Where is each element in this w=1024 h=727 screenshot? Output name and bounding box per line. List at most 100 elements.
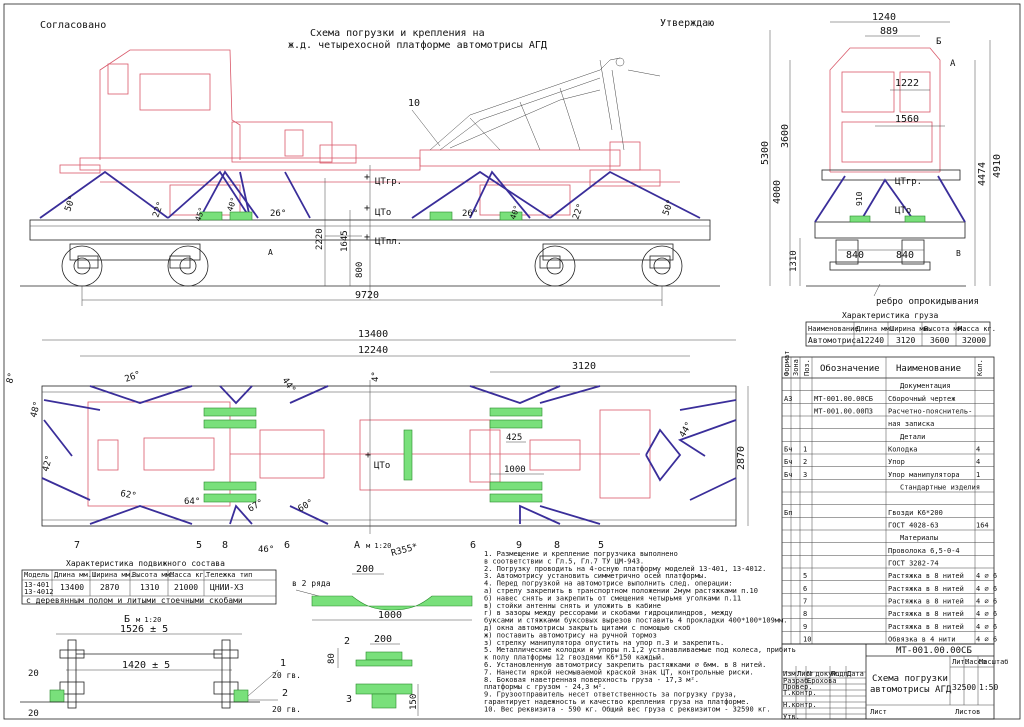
spec-name: Упор манипулятора	[888, 471, 960, 479]
angle-910: 910	[855, 191, 864, 206]
mark-v: В	[956, 249, 961, 258]
spec-name: ГОСТ 3282-74	[888, 560, 939, 568]
nail-note-2: 20 гв.	[272, 705, 301, 714]
note-line: 2. Погрузку проводить на 4-осную платфор…	[484, 565, 766, 573]
spec-qty: 4	[976, 458, 980, 466]
spec-designation: МТ-001.00.00СБ	[814, 395, 873, 403]
note-line: 8. Боковая наветренная поверхность груза…	[484, 676, 699, 684]
spec-name: Расчетно-пояснитель-	[888, 408, 972, 416]
svg-text:+: +	[364, 203, 370, 214]
callout-2: 2	[282, 688, 288, 699]
note-line: д) окна автомотрисы закрыть щитами с пом…	[484, 624, 691, 632]
note-line: 3. Автомотрису установить симметрично ос…	[484, 572, 707, 580]
dim-889: 889	[880, 26, 898, 37]
spec-name: Упор	[888, 458, 905, 466]
note-line: б) навес снять и закрепить от смещения ч…	[484, 594, 741, 602]
spec-pos: 8	[803, 610, 807, 618]
dim-1310: 1310	[789, 250, 799, 272]
note-line: в соответствии с Гл.5, Гл.7 ТУ ЦМ-943.	[484, 557, 644, 565]
spec-name: Растяжка в 8 нитей	[888, 598, 964, 606]
cg-total-end: ЦТо	[895, 206, 911, 216]
note-line: 6. Установленную автомотрису закрепить р…	[484, 661, 766, 669]
spec-qty: 4 ⌀ 6	[976, 585, 997, 593]
dim-12240: 12240	[358, 345, 388, 356]
dim-5300: 5300	[760, 141, 771, 165]
mass-header: Масса	[965, 658, 986, 666]
dim-13400: 13400	[358, 329, 388, 340]
spec-name: Гвозди К6*200	[888, 509, 943, 517]
spec-pos: 7	[803, 598, 807, 606]
spec-qty: 164	[976, 522, 989, 530]
callout-top: 5	[196, 540, 202, 551]
note-line: платформы с грузом - 24,3 м².	[484, 683, 606, 691]
spec-format: А3	[784, 395, 792, 403]
dim-840-b: 840	[896, 250, 914, 261]
title-line-1: Схема погрузки и крепления на	[310, 28, 485, 39]
spec-name: Обвязка в 4 нити	[888, 636, 955, 644]
dim-1240: 1240	[872, 12, 896, 23]
dim-3600: 3600	[780, 124, 791, 148]
dim-3120: 3120	[572, 361, 596, 372]
cargo-h: Высота мм.	[924, 325, 966, 333]
car-v: 13400	[60, 583, 84, 592]
detail-a: А м 1:20 в 2 ряда 200 R355* 1000 200 80 …	[292, 540, 473, 716]
dim-800: 800	[355, 262, 365, 278]
spec-h: Наименование	[896, 364, 961, 374]
spec-h: Зона	[792, 359, 800, 376]
mark-a: А	[950, 59, 956, 69]
spec-name: ная записка	[888, 420, 934, 428]
dim-80: 80	[327, 653, 337, 664]
car-v: 21000	[174, 583, 198, 592]
note-line: к полу платформы 12 гвоздями К6*150 кажд…	[484, 654, 665, 662]
angle-label-top: 26°	[124, 370, 143, 385]
dim-9720: 9720	[355, 290, 379, 301]
note-line: в) стойки антенны снять и уложить в каби…	[484, 602, 661, 610]
angle-label-side: 50°	[63, 194, 78, 213]
angle-label-side: 40°	[225, 196, 238, 213]
dim-1645: 1645	[340, 230, 350, 252]
dim-1526: 1526 ± 5	[120, 624, 168, 635]
cargo-table-caption: Характеристика груза	[842, 311, 939, 320]
car-h: Высота мм.	[132, 571, 174, 579]
side-view: 50° 22° 45° 40° 26° 26° 40° 22° 50° 10 А…	[20, 49, 720, 306]
dim-20-b: 20	[28, 709, 39, 719]
dim-4474: 4474	[977, 162, 988, 186]
angle-label-side: 26°	[462, 209, 478, 219]
dim-2220: 2220	[315, 228, 325, 250]
title-line-2: ж.д. четырехосной платформе автомотрисы …	[288, 39, 547, 51]
callout-top: 9	[516, 540, 522, 551]
note-line: буксами и стяжками буксовых вырезов пост…	[484, 617, 787, 625]
spec-format: Бч	[784, 458, 792, 466]
role-label: Разраб.	[783, 677, 813, 685]
dim-150: 150	[409, 694, 419, 710]
angle-label-top: 64°	[184, 497, 200, 507]
cargo-h: Длина мм.	[856, 325, 894, 333]
spec-format: Бп	[784, 509, 792, 517]
detail-b-title: Б	[124, 614, 130, 625]
car-v: 2870	[100, 583, 119, 592]
callout-10: 10	[408, 98, 420, 109]
nail-note-1: 20 гв.	[272, 671, 301, 680]
note-line: 5. Металлические колодки и упоры п.1,2 у…	[484, 646, 796, 654]
detail-b-scale: м 1:20	[136, 616, 161, 624]
callout-1: 1	[280, 658, 286, 669]
sheet-frame	[3, 3, 1021, 720]
spec-table: Формат Зона Поз. Обозначение Наименовани…	[781, 351, 997, 645]
dim-4000: 4000	[772, 180, 783, 204]
spec-section: Документация	[900, 382, 951, 390]
spec-pos: 10	[803, 636, 811, 644]
note-line: з) стрелку манипулятора опустить на упор…	[484, 639, 724, 647]
angle-label-top: 62°	[119, 489, 137, 502]
angle-label-top: 4°	[371, 371, 381, 382]
title-mass: 32500	[952, 683, 976, 692]
car-v: 1310	[140, 583, 159, 592]
car-table: Характеристика подвижного состава Модель…	[21, 559, 277, 605]
spec-qty: 1	[976, 471, 980, 479]
angle-label-side: 26°	[270, 209, 286, 219]
section-mark-a: А	[268, 248, 273, 257]
angle-label-top: 46°	[258, 545, 274, 555]
car-h: Ширина мм.	[92, 571, 134, 579]
cg-cargo: ЦТгр.	[375, 177, 402, 187]
dim-2870: 2870	[736, 446, 747, 470]
